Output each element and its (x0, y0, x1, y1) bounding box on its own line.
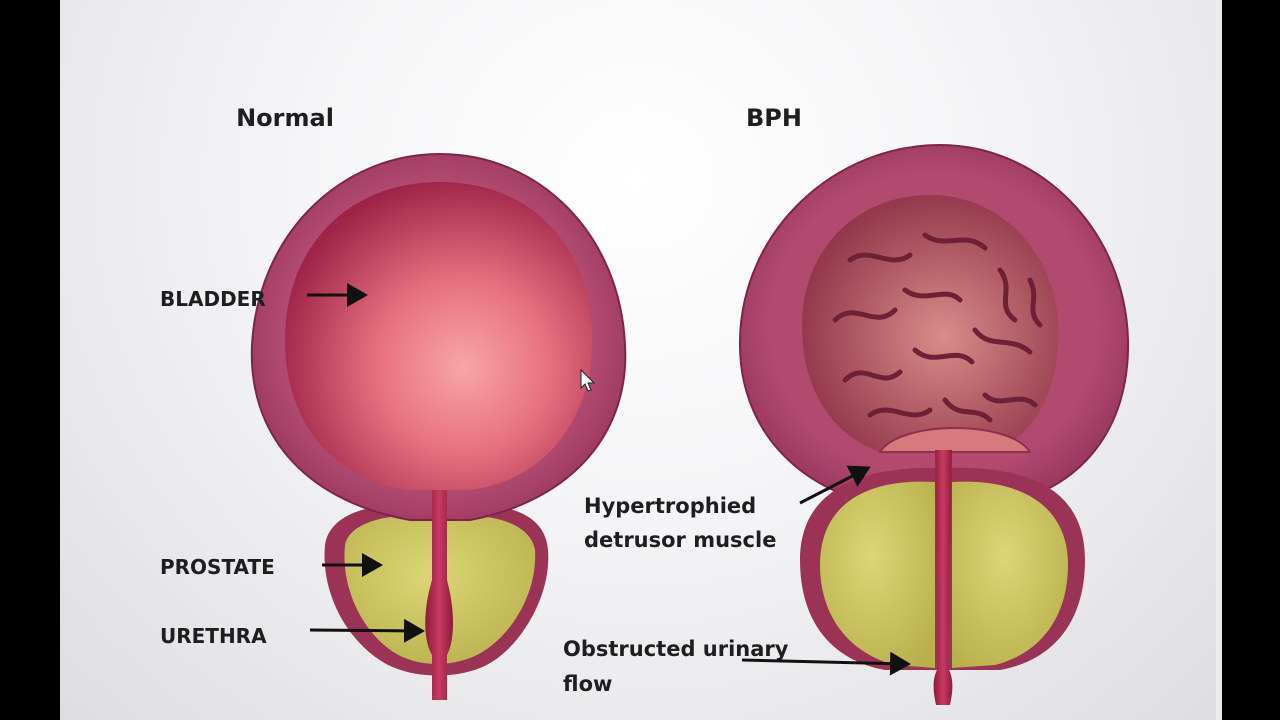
prostate-label: PROSTATE (160, 555, 275, 579)
urethra-label: URETHRA (160, 624, 267, 648)
normal-title: Normal (236, 104, 334, 132)
bladder-label: BLADDER (160, 287, 266, 311)
normal-urethra (425, 490, 453, 700)
bph-prostate-right-lobe (952, 481, 1068, 668)
urethra-arrow (309, 618, 425, 643)
obstructed-flow-arrow (741, 651, 911, 676)
detrusor-arrow (799, 465, 871, 505)
bph-bladder-lumen (801, 195, 1059, 452)
right-border-strip (1216, 0, 1222, 720)
obstructed-label-line2: flow (563, 672, 612, 696)
bph-detrusor-pad (878, 427, 1032, 453)
detrusor-label-line2: detrusor muscle (584, 528, 776, 552)
bph-trabeculation (832, 232, 1043, 423)
obstructed-label-line1: Obstructed urinary (563, 637, 789, 661)
bph-urethra (933, 450, 953, 705)
normal-anatomy (250, 152, 627, 700)
bph-anatomy (738, 143, 1130, 705)
bph-title: BPH (746, 104, 802, 132)
normal-bladder-lumen (285, 182, 592, 490)
detrusor-label-line1: Hypertrophied (584, 494, 756, 518)
bph-prostate-left-lobe (820, 481, 935, 668)
mouse-cursor-icon (580, 368, 596, 392)
